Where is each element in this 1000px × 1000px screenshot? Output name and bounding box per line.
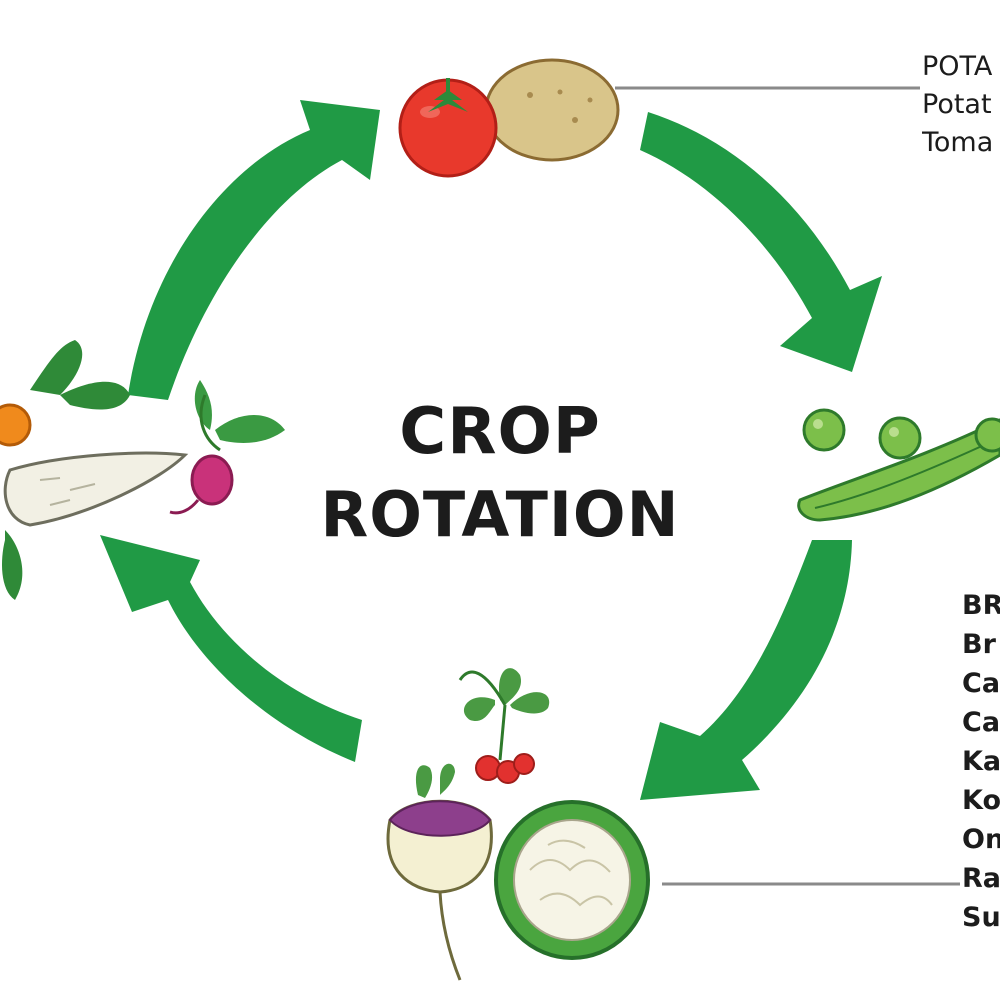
cycle-arrows <box>100 100 882 800</box>
label-line: Ca <box>962 668 1000 699</box>
label-line: On <box>962 824 1000 855</box>
label-line: Ca <box>962 707 1000 738</box>
arrow-top-left <box>128 100 380 400</box>
label-line: Ra <box>962 863 1000 894</box>
radish-bunch-icon <box>458 668 550 784</box>
label-line: BR <box>962 590 1000 621</box>
potato-tomato-illustration <box>398 58 620 178</box>
turnip-icon <box>386 763 493 981</box>
pea-icon <box>974 417 1000 453</box>
parsnip-icon <box>2 451 189 600</box>
diagram-title-line-1: CROP <box>399 395 601 469</box>
arrow-top-right <box>640 112 882 372</box>
label-line: POTA <box>922 51 993 82</box>
pea-icon <box>878 416 922 460</box>
potato-icon <box>484 58 620 162</box>
brassicas-illustration <box>386 668 650 981</box>
potato-group-label: POTA Potat Toma <box>922 48 1000 162</box>
label-line: Ka <box>962 746 1000 777</box>
pea-icon <box>802 408 846 452</box>
arrow-bottom-left <box>100 535 362 762</box>
arrow-bottom-right <box>640 540 852 800</box>
label-line: Br <box>962 629 996 660</box>
brassica-group-label: BR Br Ca Ca Ka Ko On Ra Su <box>962 586 1000 937</box>
label-line: Potat <box>922 89 992 120</box>
label-line: Toma <box>922 127 994 158</box>
beetroot-icon <box>169 380 285 515</box>
root-vegetables-illustration <box>0 340 285 600</box>
cauliflower-icon <box>494 800 650 960</box>
label-line: Su <box>962 902 1000 933</box>
pea-pod-icon <box>797 418 1000 522</box>
carrot-icon <box>0 340 130 447</box>
peas-illustration <box>797 408 1000 522</box>
tomato-icon <box>398 78 498 178</box>
label-line: Ko <box>962 785 1000 816</box>
diagram-title-line-2: ROTATION <box>320 478 680 551</box>
